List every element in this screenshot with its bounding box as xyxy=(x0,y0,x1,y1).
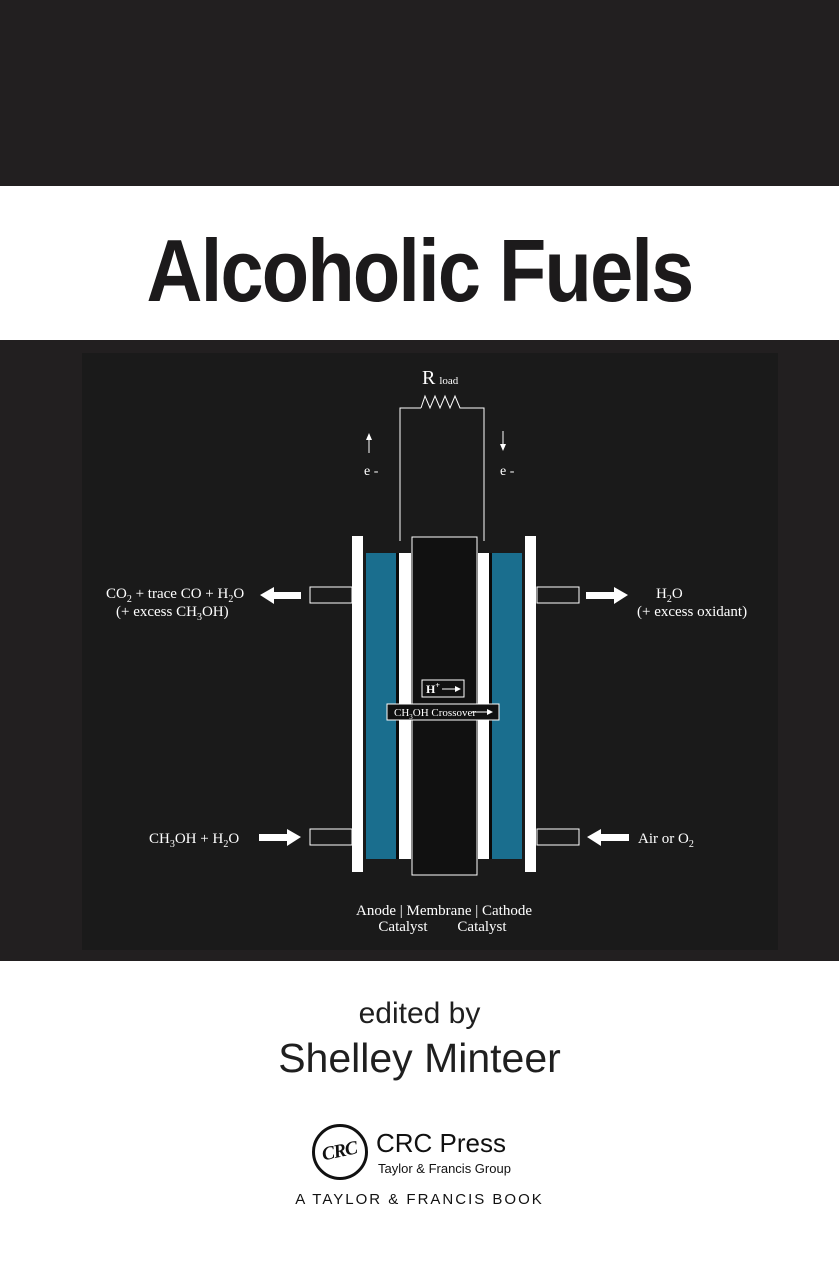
crc-seal-text: CRC xyxy=(320,1137,360,1166)
electron-right-label: e - xyxy=(500,464,515,479)
anode-in-arrow-icon xyxy=(259,829,301,846)
cathode-end-plate xyxy=(525,536,536,872)
anode-catalyst-label: Catalyst xyxy=(378,919,428,935)
electron-left-label: e - xyxy=(364,464,379,479)
cathode-catalyst-label: Catalyst xyxy=(457,919,507,935)
editor-name: Shelley Minteer xyxy=(278,1035,561,1081)
electron-down-arrow-icon xyxy=(500,444,506,451)
electron-up-arrow-icon xyxy=(366,433,372,440)
anode-end-plate xyxy=(352,536,363,872)
crossover-box xyxy=(386,703,500,721)
cathode-input-label: Air or O2 xyxy=(638,831,694,850)
anode-input-label: CH3OH + H2O xyxy=(149,831,239,850)
publisher-name: CRC Press xyxy=(376,1128,507,1158)
publisher-book-line: A TAYLOR & FRANCIS BOOK xyxy=(295,1191,544,1208)
anode-outlet-port xyxy=(309,586,353,604)
crossover-label: CH3OH Crossover xyxy=(394,707,476,721)
cathode-output-label-2: (+ excess oxidant) xyxy=(637,604,747,620)
cathode-outlet-port xyxy=(536,586,580,604)
load-resistor-icon xyxy=(420,394,466,410)
crossover-arrow-icon xyxy=(487,709,493,715)
crc-seal-icon: CRC xyxy=(312,1124,368,1180)
cathode-out-arrow-icon xyxy=(586,587,628,604)
publisher-group: Taylor & Francis Group xyxy=(378,1161,511,1176)
book-title: Alcoholic Fuels xyxy=(146,221,695,320)
anode-inlet-port xyxy=(309,828,353,846)
cathode-output-label: H2O xyxy=(656,586,683,605)
proton-arrow-icon xyxy=(455,686,461,692)
circuit-wire-left xyxy=(399,407,421,541)
cathode-in-arrow-icon xyxy=(587,829,629,846)
crc-press-logo: CRC CRC Press Taylor & Francis Group xyxy=(312,1124,512,1184)
cathode-inlet-port xyxy=(536,828,580,846)
edited-by-label: edited by xyxy=(358,997,481,1030)
circuit-wire-right xyxy=(466,407,485,541)
anode-output-label: CO2 + trace CO + H2O xyxy=(106,586,244,605)
top-dark-band xyxy=(0,0,839,186)
layer-labels: Anode | Membrane | Cathode xyxy=(356,903,532,919)
proton-label: H+ xyxy=(426,681,440,696)
anode-output-label-2: (+ excess CH3OH) xyxy=(116,604,229,623)
anode-out-arrow-icon xyxy=(260,587,301,604)
